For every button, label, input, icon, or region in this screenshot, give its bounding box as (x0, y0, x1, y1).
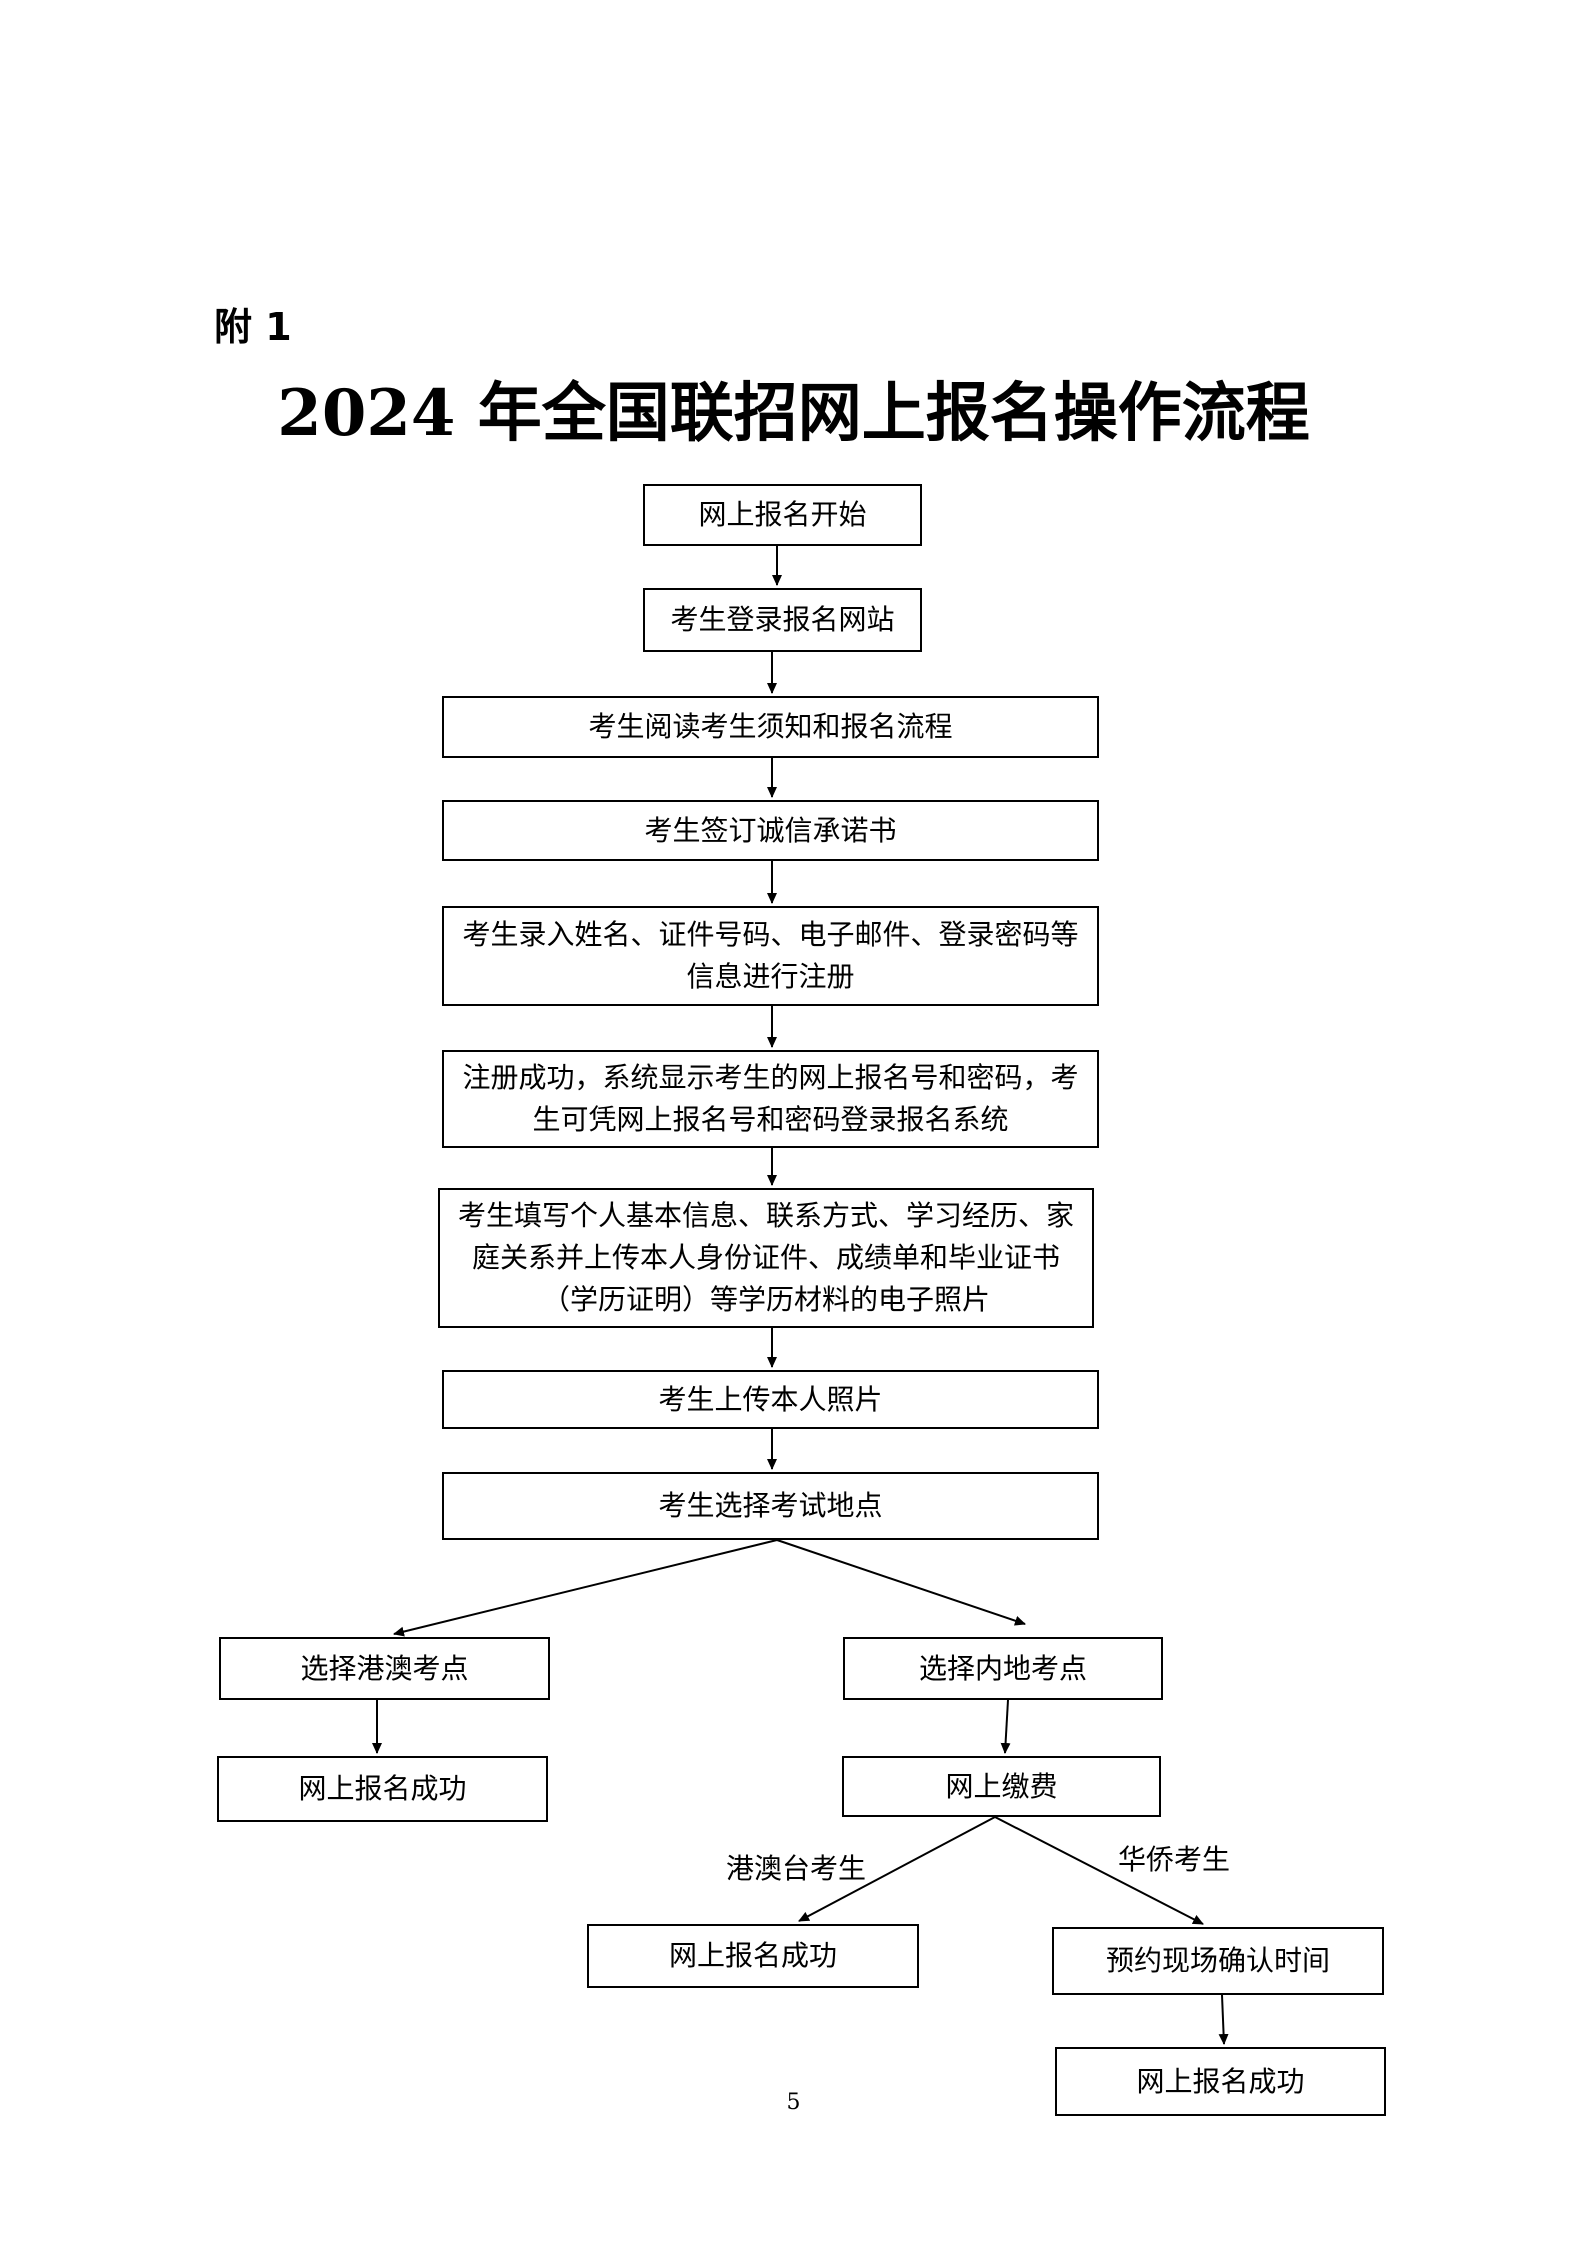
arrow-mainland-to-pay (1000, 1699, 1011, 1754)
branch-label-overseas: 华侨考生 (1118, 1843, 1231, 1876)
step-register: 考生录入姓名、证件号码、电子邮件、登录密码等信息进行注册 (442, 906, 1099, 1006)
step-book-confirm: 预约现场确认时间 (1052, 1927, 1384, 1995)
arrow-site-to-mainland (776, 1539, 1026, 1626)
step-read: 考生阅读考生须知和报名流程 (442, 696, 1099, 758)
annex-label: 附 1 (214, 305, 292, 349)
step-start: 网上报名开始 (643, 484, 922, 546)
page-title: 2024 年全国联招网上报名操作流程 (277, 376, 1310, 451)
step-overseas-success: 网上报名成功 (1055, 2047, 1386, 2116)
step-sign: 考生签订诚信承诺书 (442, 800, 1099, 861)
arrow-pay-to-hkmt-success (798, 1816, 996, 1922)
arrow-pay-to-book (994, 1816, 1204, 1925)
arrow-book-to-overseas-success (1218, 1994, 1229, 2045)
branch-label-hkmt: 港澳台考生 (726, 1852, 867, 1885)
step-fill-info: 考生填写个人基本信息、联系方式、学习经历、家庭关系并上传本人身份证件、成绩单和毕… (438, 1188, 1094, 1328)
step-register-success: 注册成功，系统显示考生的网上报名号和密码，考生可凭网上报名号和密码登录报名系统 (442, 1050, 1099, 1148)
step-choose-hkmo: 选择港澳考点 (219, 1637, 550, 1700)
arrow-site-to-hkmo (393, 1539, 778, 1637)
step-choose-site: 考生选择考试地点 (442, 1472, 1099, 1540)
step-upload-photo: 考生上传本人照片 (442, 1370, 1099, 1429)
step-hkmo-success: 网上报名成功 (217, 1756, 548, 1822)
step-pay: 网上缴费 (842, 1756, 1161, 1817)
step-login: 考生登录报名网站 (643, 588, 922, 652)
page-number: 5 (786, 2090, 801, 2115)
step-hkmt-success: 网上报名成功 (587, 1924, 919, 1988)
step-choose-mainland: 选择内地考点 (843, 1637, 1163, 1700)
